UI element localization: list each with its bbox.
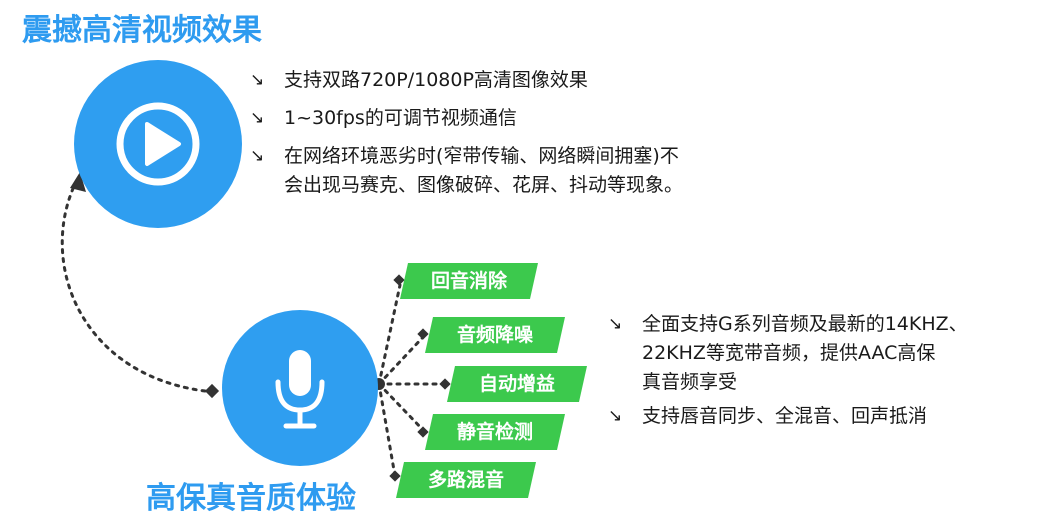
video-bullet-text: 1~30fps的可调节视频通信	[284, 107, 517, 129]
audio-section-title: 高保真音质体验	[146, 481, 356, 516]
microphone-icon	[275, 350, 325, 429]
feature-tag-echo-cancellation: 回音消除	[400, 263, 538, 299]
feature-tag-auto-gain: 自动增益	[447, 366, 587, 402]
feature-tag-multi-mixing: 多路混音	[396, 462, 536, 498]
video-bullet-2: ↘ 1~30fps的可调节视频通信	[250, 104, 517, 133]
arrow-icon: ↘	[250, 70, 265, 90]
video-bullet-text: 支持双路720P/1080P高清图像效果	[284, 69, 588, 91]
feature-tag-label: 回音消除	[430, 270, 507, 292]
video-circle	[74, 60, 242, 228]
feature-tag-label: 静音检测	[456, 421, 533, 443]
feature-tag-label: 多路混音	[427, 469, 504, 491]
arrow-icon: ↘	[608, 406, 623, 426]
video-section-title: 震撼高清视频效果	[22, 13, 262, 48]
play-icon	[116, 102, 200, 186]
arrow-icon: ↘	[250, 108, 265, 128]
video-bullet-3: ↘ 在网络环境恶劣时(窄带传输、网络瞬间拥塞)不 会出现马赛克、图像破碎、花屏、…	[250, 142, 683, 200]
feature-tag-silence-detection: 静音检测	[425, 414, 565, 450]
audio-circle	[222, 310, 378, 466]
arrow-icon: ↘	[250, 146, 265, 166]
audio-bullet-text: 支持唇音同步、全混音、回声抵消	[642, 405, 928, 427]
arrow-icon: ↘	[608, 314, 623, 334]
feature-tag-noise-reduction: 音频降噪	[425, 317, 565, 353]
audio-bullet-1: ↘ 全面支持G系列音频及最新的14KHZ、 22KHZ等宽带音频，提供AAC高保…	[608, 310, 968, 397]
feature-tag-label: 音频降噪	[456, 324, 533, 346]
video-bullet-text: 在网络环境恶劣时(窄带传输、网络瞬间拥塞)不 会出现马赛克、图像破碎、花屏、抖动…	[284, 145, 684, 196]
video-bullet-1: ↘ 支持双路720P/1080P高清图像效果	[250, 66, 588, 95]
audio-bullet-text: 全面支持G系列音频及最新的14KHZ、 22KHZ等宽带音频，提供AAC高保 真…	[642, 313, 968, 393]
audio-bullet-2: ↘ 支持唇音同步、全混音、回声抵消	[608, 402, 927, 431]
feature-tag-label: 自动增益	[478, 373, 555, 395]
